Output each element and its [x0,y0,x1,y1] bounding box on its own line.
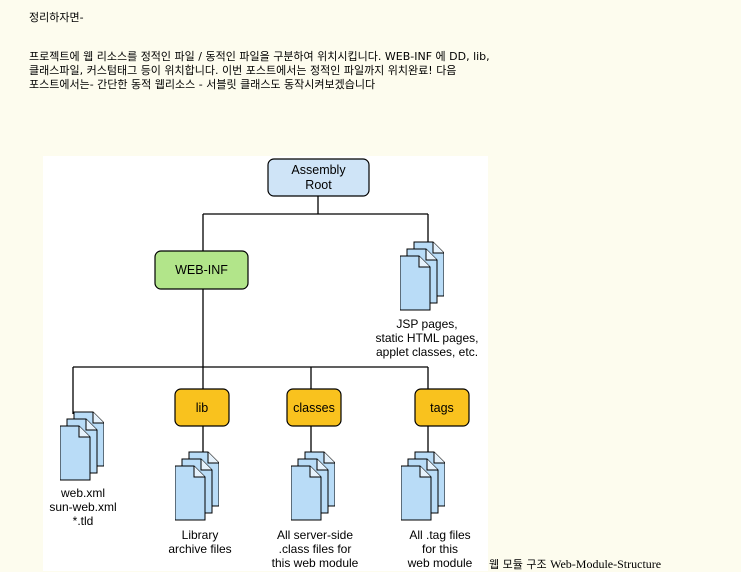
svg-text:web.xml: web.xml [60,486,105,500]
lib-node: lib [174,388,230,427]
svg-text:*.tld: *.tld [73,514,94,528]
svg-text:applet classes, etc.: applet classes, etc. [376,345,478,359]
library-document-icon [175,451,219,521]
description-paragraph: 프로젝트에 웹 리소스를 정적인 파일 / 동적인 파일을 구분하여 위치시킵니… [29,50,490,92]
library-files-label: Library archive files [168,528,231,556]
webinf-node: WEB-INF [154,250,249,290]
tags-label: tags [430,401,454,415]
classes-node: classes [286,388,342,427]
svg-text:web module: web module [407,556,473,570]
web-module-structure-diagram: Assembly Root WEB-INF lib classes tags J… [43,156,488,571]
paragraph-line-3: 포스트에서는- 간단한 동적 웹리소스 - 서블릿 클래스도 동작시켜보겠습니다 [29,78,376,91]
section-heading: 정리하자면- [29,11,84,24]
tag-files-label: All .tag files for this web module [407,528,473,570]
figure-caption: 웹 모듈 구조 Web-Module-Structure [489,556,661,572]
class-files-document-icon [291,451,335,521]
caption-korean: 웹 모듈 구조 [489,558,547,571]
svg-text:Library: Library [182,528,219,542]
assembly-root-label-line-1: Assembly [291,163,346,177]
paragraph-line-2: 클래스파일, 커스텀태그 등이 위치합니다. 이번 포스트에서는 정적인 파일까… [29,64,457,77]
class-files-label: All server-side .class files for this we… [272,528,359,570]
classes-label: classes [293,401,335,415]
assembly-root-label-line-2: Root [305,178,332,192]
tags-node: tags [414,388,470,427]
svg-text:this web module: this web module [272,556,359,570]
jsp-pages-label: JSP pages, static HTML pages, applet cla… [376,317,479,359]
webxml-document-icon [60,411,104,481]
paragraph-line-1: 프로젝트에 웹 리소스를 정적인 파일 / 동적인 파일을 구분하여 위치시킵니… [29,50,490,63]
assembly-root-node: Assembly Root [267,158,370,197]
svg-text:sun-web.xml: sun-web.xml [49,500,116,514]
svg-text:All server-side: All server-side [277,528,353,542]
connector-lines [72,196,429,452]
lib-label: lib [196,401,209,415]
jsp-document-icon [400,241,444,311]
svg-text:for this: for this [422,542,458,556]
caption-english: Web-Module-Structure [550,557,662,571]
svg-text:archive files: archive files [168,542,231,556]
tag-files-document-icon [401,451,445,521]
svg-text:static HTML pages,: static HTML pages, [376,331,479,345]
svg-text:JSP pages,: JSP pages, [396,317,457,331]
webinf-label: WEB-INF [175,263,228,277]
svg-text:.class files for: .class files for [279,542,352,556]
webxml-label: web.xml sun-web.xml *.tld [49,486,116,528]
svg-text:All .tag files: All .tag files [409,528,470,542]
